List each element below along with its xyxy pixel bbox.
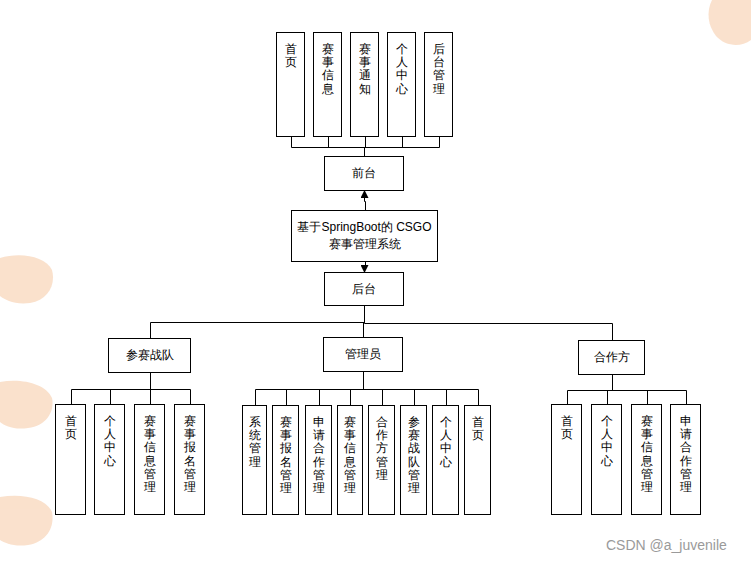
- node-label: 系统管理: [249, 416, 261, 469]
- tree-connector: [151, 373, 191, 404]
- module-box: 赛事报名管理: [272, 405, 299, 515]
- node-label: 合作方: [594, 349, 630, 366]
- module-box: 系统管理: [242, 405, 267, 515]
- node-label: 个人中心: [440, 416, 452, 469]
- node-label: 赛事通知: [359, 43, 371, 96]
- node-label: 首页: [472, 416, 484, 442]
- tree-connector: [320, 372, 364, 405]
- node-label: 赛事报名管理: [280, 416, 292, 495]
- node-label: 个人中心: [396, 43, 408, 96]
- tree-connector: [287, 372, 364, 405]
- module-box: 个人中心: [387, 32, 416, 137]
- group-box: 前台: [324, 156, 404, 191]
- group-box: 参赛战队: [108, 338, 191, 373]
- tree-connector: [365, 191, 366, 210]
- tree-connector: [364, 372, 447, 405]
- tree-connector: [329, 137, 365, 156]
- tree-connector: [568, 375, 613, 404]
- module-box: 首页: [276, 32, 305, 137]
- tree-connector: [292, 137, 365, 156]
- tree-connector: [364, 372, 415, 405]
- stamp-marks: [0, 0, 751, 546]
- node-label: 赛事信息管理: [641, 415, 653, 494]
- node-label: 赛事信息: [322, 43, 334, 96]
- module-box: 个人中心: [432, 405, 459, 515]
- tree-connector: [365, 306, 613, 340]
- tree-connector: [608, 375, 613, 404]
- module-box: 合作方管理: [368, 405, 395, 515]
- tree-connector: [613, 375, 687, 404]
- module-box: 首页: [55, 404, 86, 515]
- node-label: 参赛战队: [126, 347, 174, 364]
- module-box: 赛事信息管理: [134, 404, 165, 515]
- node-label: 个人中心: [601, 415, 613, 468]
- module-box: 后台管理: [424, 32, 453, 137]
- node-label: 个人中心: [104, 415, 116, 468]
- tree-connector: [111, 373, 151, 404]
- node-label: 首页: [561, 415, 573, 441]
- module-box: 赛事信息: [313, 32, 342, 137]
- node-label: 赛事信息管理: [344, 416, 356, 495]
- node-label: 申请合作管理: [680, 415, 692, 494]
- tree-connector: [151, 306, 365, 338]
- group-box: 后台: [324, 272, 404, 306]
- node-label: 首页: [65, 415, 77, 441]
- tree-connector: [256, 372, 364, 405]
- node-label: 首页: [285, 43, 297, 69]
- module-box: 个人中心: [591, 404, 622, 515]
- node-label: 基于SpringBoot的 CSGO赛事管理系统: [296, 219, 433, 253]
- module-box: 赛事信息管理: [631, 404, 662, 515]
- node-label: 合作方管理: [376, 416, 388, 482]
- tree-connector: [365, 137, 403, 156]
- module-box: 首页: [464, 405, 491, 515]
- group-box: 管理员: [323, 337, 403, 372]
- module-box: 首页: [551, 404, 582, 515]
- node-label: 赛事信息管理: [144, 415, 156, 494]
- module-box: 赛事通知: [350, 32, 379, 137]
- tree-connector: [364, 372, 479, 405]
- module-box: 申请合作管理: [305, 405, 332, 515]
- node-label: 后台管理: [433, 43, 445, 96]
- module-box: 赛事报名管理: [174, 404, 205, 515]
- tree-connector: [365, 262, 366, 272]
- group-box: 合作方: [578, 340, 645, 375]
- tree-connector: [365, 137, 440, 156]
- watermark: CSDN @a_juvenile: [606, 537, 727, 553]
- node-label: 参赛战队管理: [408, 416, 420, 495]
- node-label: 前台: [352, 165, 376, 182]
- module-box: 个人中心: [94, 404, 125, 515]
- node-label: 管理员: [345, 346, 381, 363]
- module-box: 赛事信息管理: [337, 405, 363, 515]
- node-label: 赛事报名管理: [184, 415, 196, 494]
- node-label: 后台: [352, 281, 376, 298]
- node-label: 申请合作管理: [313, 416, 325, 495]
- tree-connector: [72, 373, 151, 404]
- tree-connector: [364, 372, 383, 405]
- group-box: 基于SpringBoot的 CSGO赛事管理系统: [291, 210, 438, 262]
- tree-connector: [351, 372, 364, 405]
- tree-connector: [613, 375, 648, 404]
- module-box: 申请合作管理: [670, 404, 701, 515]
- module-box: 参赛战队管理: [400, 405, 427, 515]
